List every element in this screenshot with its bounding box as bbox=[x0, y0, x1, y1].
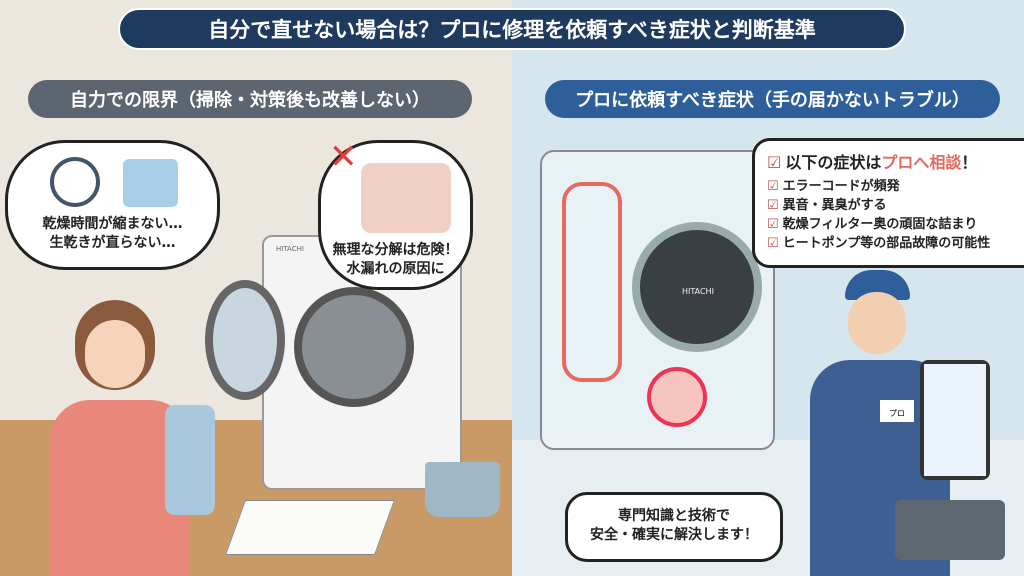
pro-speech-bubble: 専門知識と技術で 安全・確実に解決します！ bbox=[565, 492, 783, 562]
checkbox-icon: ☑ bbox=[767, 179, 779, 194]
checkbox-icon: ☑ bbox=[767, 236, 779, 251]
washer-brand: HITACHI bbox=[276, 245, 304, 253]
warning-line: 無理な分解は危険！ bbox=[332, 242, 459, 258]
thought-line: 乾燥時間が縮まない… bbox=[42, 216, 183, 232]
face bbox=[848, 292, 906, 354]
checkbox-icon: ☑ bbox=[767, 198, 779, 213]
towel bbox=[165, 405, 215, 515]
right-heading: プロに依頼すべき症状（手の届かないトラブル） bbox=[545, 80, 1000, 118]
symptom-checklist: ☑以下の症状はプロへ相談！ ☑エラーコードが頻発 ☑異音・異臭がする ☑乾燥フィ… bbox=[752, 138, 1024, 268]
bucket bbox=[425, 462, 500, 517]
warning-bubble: ✕ 無理な分解は危険！ 水漏れの原因に bbox=[318, 137, 473, 290]
pro-quote-line: 専門知識と技術で bbox=[618, 508, 730, 524]
washer-brand: HITACHI bbox=[682, 287, 714, 296]
heat-pump-fan bbox=[647, 367, 707, 427]
wet-shirt-icon bbox=[123, 159, 178, 207]
page-title: 自分で直せない場合は？プロに修理を依頼すべき症状と判断基準 bbox=[118, 8, 906, 50]
checklist-title: ☑以下の症状はプロへ相談！ bbox=[767, 153, 978, 172]
manual-book bbox=[224, 500, 396, 555]
open-door bbox=[205, 280, 285, 400]
transparent-washer-illustration: HITACHI bbox=[540, 150, 775, 450]
name-badge: プロ bbox=[880, 400, 914, 422]
x-mark-icon: ✕ bbox=[329, 137, 358, 177]
stopwatch-icon bbox=[50, 157, 100, 207]
toolbox bbox=[895, 500, 1005, 560]
checkbox-icon: ☑ bbox=[767, 217, 779, 232]
checklist-item: ☑エラーコードが頻発 bbox=[767, 179, 900, 194]
tablet bbox=[920, 360, 990, 480]
disassembly-illustration bbox=[361, 163, 451, 233]
checkbox-icon: ☑ bbox=[767, 153, 782, 172]
thought-line: 生乾きが直らない… bbox=[49, 235, 176, 251]
drum bbox=[632, 222, 762, 352]
checklist-item: ☑ヒートポンプ等の部品故障の可能性 bbox=[767, 236, 991, 251]
drum bbox=[294, 287, 414, 407]
checklist-item: ☑異音・異臭がする bbox=[767, 198, 887, 213]
left-heading: 自力での限界（掃除・対策後も改善しない） bbox=[28, 80, 472, 118]
checklist-item: ☑乾燥フィルター奥の頑固な詰まり bbox=[767, 217, 978, 232]
pro-quote-line: 安全・確実に解決します！ bbox=[590, 527, 758, 543]
warning-line: 水漏れの原因に bbox=[346, 261, 445, 277]
air-duct bbox=[562, 182, 622, 382]
thought-bubble: 乾燥時間が縮まない… 生乾きが直らない… bbox=[5, 140, 220, 270]
face bbox=[85, 320, 145, 388]
